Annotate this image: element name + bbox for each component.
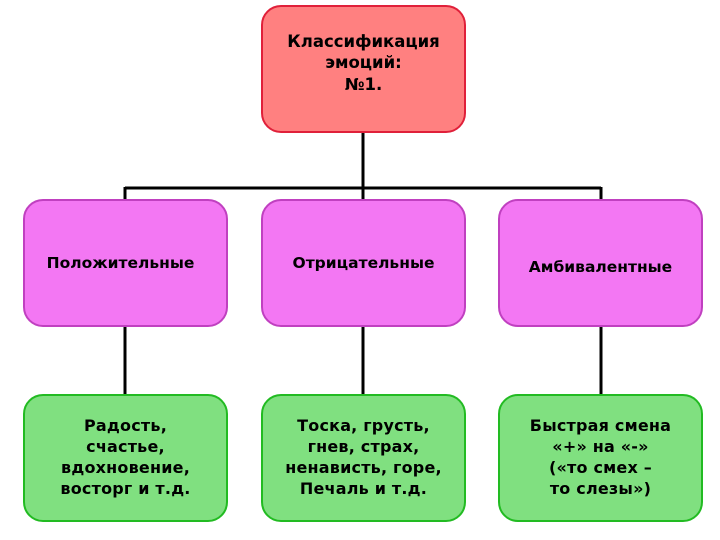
root-node-label: Классификация эмоций: №1. (287, 31, 440, 94)
category-label-positive: Положительные (46, 253, 195, 272)
category-label-negative: Отрицательные (292, 253, 435, 272)
example-node-negative: Тоска, грусть, гнев, страх, ненависть, г… (261, 394, 466, 522)
category-label-ambivalent: Амбивалентные (528, 257, 673, 276)
root-node: Классификация эмоций: №1. (261, 5, 466, 133)
category-node-negative: Отрицательные (261, 199, 466, 327)
example-label-negative: Тоска, грусть, гнев, страх, ненависть, г… (285, 416, 442, 498)
category-node-ambivalent: Амбивалентные (498, 199, 703, 327)
example-label-positive: Радость, счастье, вдохновение, восторг и… (60, 416, 191, 498)
example-node-ambivalent: Быстрая смена «+» на «-» («то смех – то … (498, 394, 703, 522)
example-label-ambivalent: Быстрая смена «+» на «-» («то смех – то … (529, 416, 672, 498)
example-node-positive: Радость, счастье, вдохновение, восторг и… (23, 394, 228, 522)
category-node-positive: Положительные (23, 199, 228, 327)
